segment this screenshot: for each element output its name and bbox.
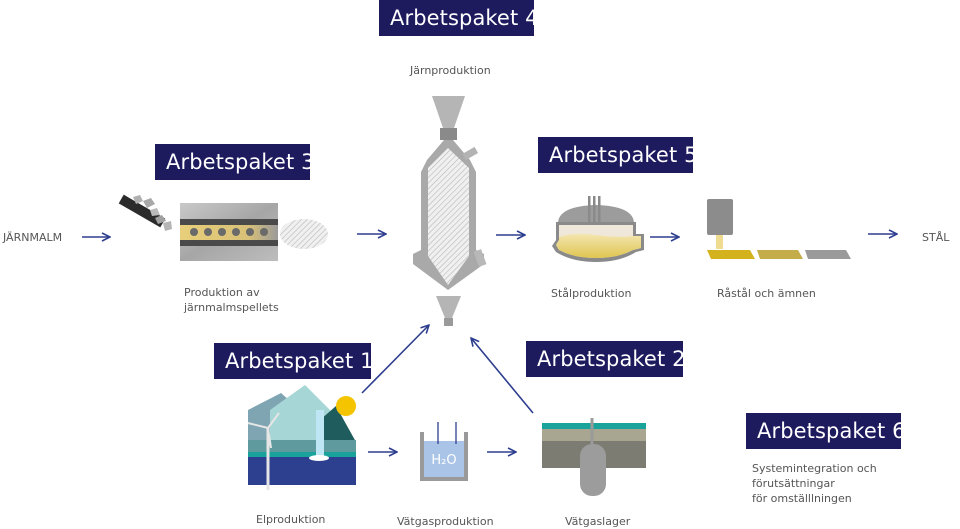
iron-production-furnace-illustration [413, 96, 487, 326]
pellet-production-label: Produktion av järnmalmspellets [184, 285, 279, 315]
electrolyser-illustration: H₂O [420, 422, 468, 481]
electricity-production-label: Elproduktion [256, 513, 326, 526]
ladle-and-billets-illustration [707, 199, 851, 259]
work-package-1-label: Arbetspaket 1 [214, 343, 373, 379]
steel-production-label: Stålproduktion [551, 287, 632, 300]
work-package-6-label: Arbetspaket 6 [746, 413, 905, 449]
pellet-production-line1: Produktion av [184, 286, 260, 299]
arrow-electricity-to-iron [361, 325, 429, 394]
work-package-4-label: Arbetspaket 4 [379, 0, 538, 36]
hydrogen-storage-label: Vätgaslager [565, 515, 631, 528]
output-steel-label: STÅL [922, 231, 950, 244]
h2o-text: H₂O [431, 453, 456, 468]
pellet-production-line2: järnmalmspellets [184, 301, 279, 314]
hydrogen-production-label: Vätgasproduktion [397, 515, 494, 528]
system-integration-line2: för omställlningen [752, 492, 852, 505]
arrow-storage-to-iron [471, 338, 534, 414]
system-integration-label: Systemintegration och förutsättningar fö… [752, 461, 960, 506]
hydrogen-storage-illustration [542, 418, 646, 496]
electricity-production-illustration [247, 385, 356, 490]
input-iron-ore-label: JÄRNMALM [3, 231, 63, 244]
iron-production-label: Järnproduktion [410, 64, 491, 77]
system-integration-line1: Systemintegration och förutsättningar [752, 462, 877, 490]
work-package-3-label: Arbetspaket 3 [155, 144, 314, 180]
crude-steel-label: Råstål och ämnen [717, 287, 816, 300]
pellet-plant-illustration [118, 194, 328, 261]
steel-furnace-illustration [552, 196, 644, 262]
work-package-5-label: Arbetspaket 5 [538, 137, 697, 173]
work-package-2-label: Arbetspaket 2 [526, 341, 685, 377]
